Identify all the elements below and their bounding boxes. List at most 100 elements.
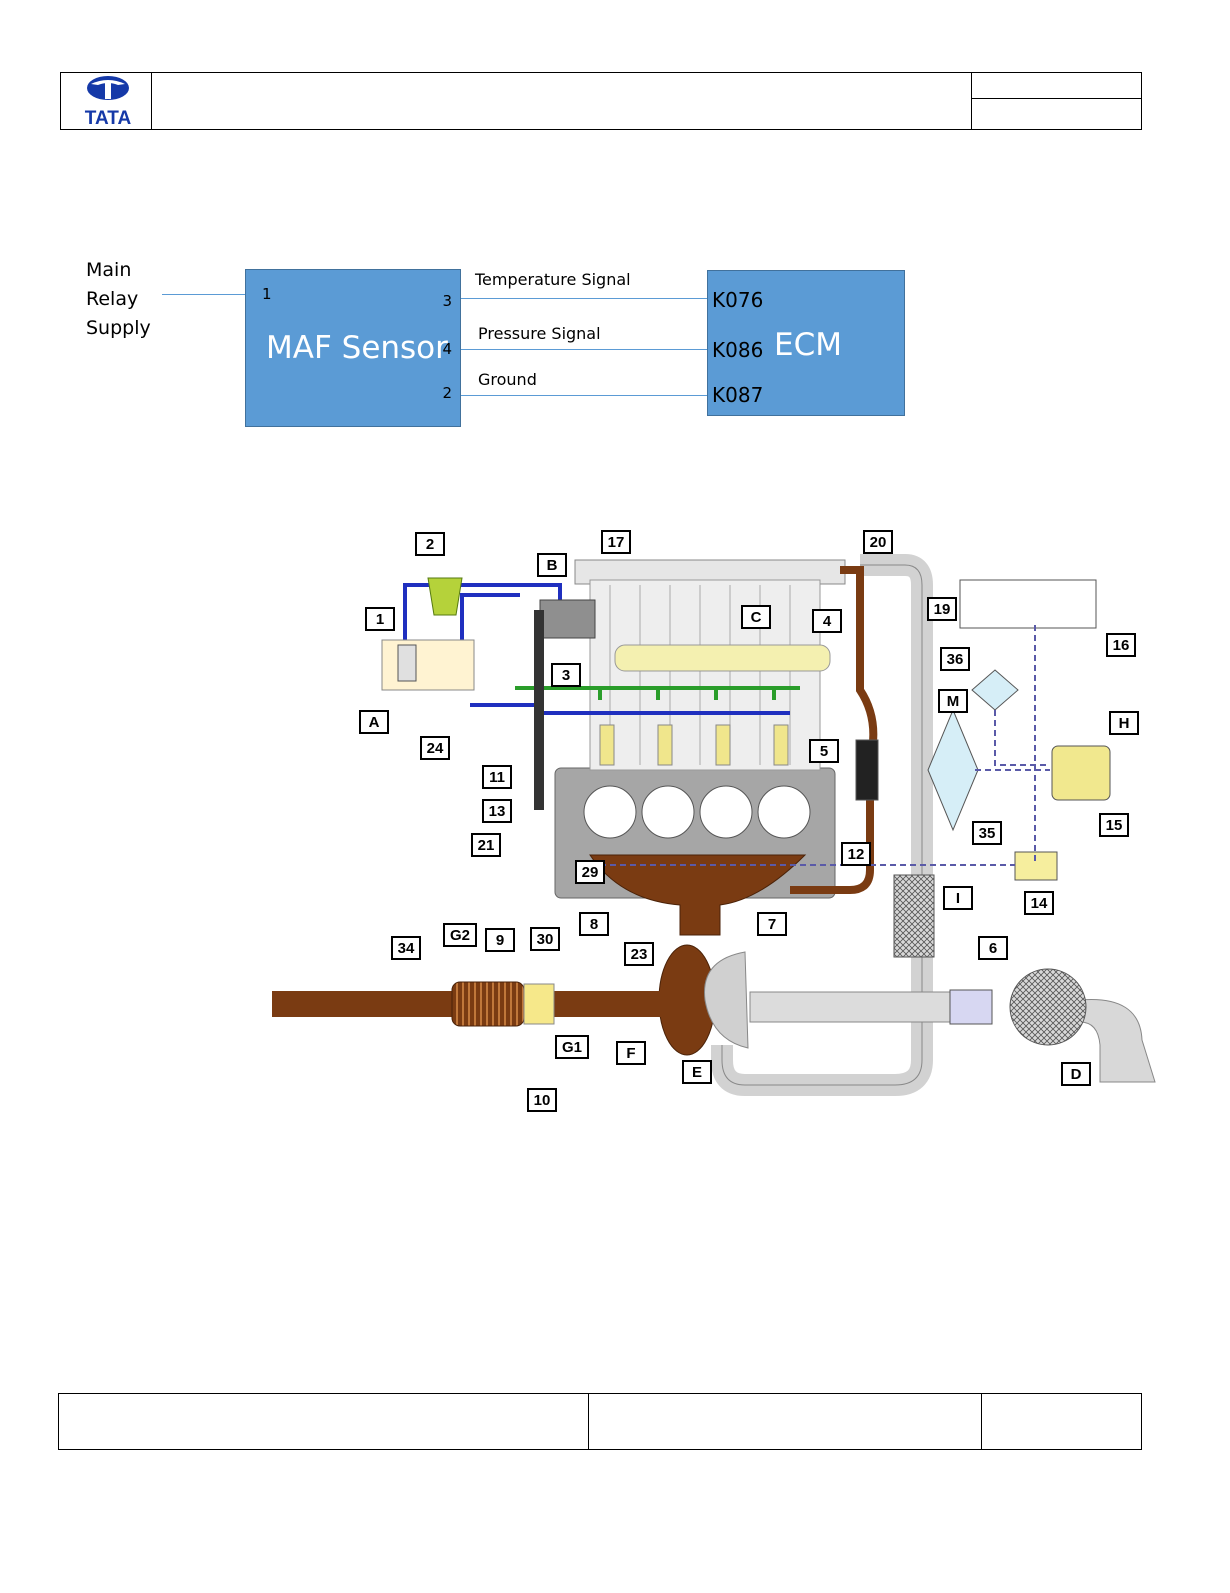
svg-text:B: B: [547, 557, 558, 574]
maf-sensor-box: 1 3 4 2 MAF Sensor: [245, 269, 461, 427]
supply-label-line-3: Supply: [86, 317, 151, 339]
footer-frame: [58, 1393, 1142, 1450]
svg-text:35: 35: [979, 825, 996, 842]
timing-belt: [534, 610, 544, 810]
callout-G1: G1: [555, 1035, 589, 1059]
callout-15: 15: [1099, 813, 1129, 837]
callout-4: 4: [812, 609, 842, 633]
callout-H: H: [1109, 711, 1139, 735]
callout-A: A: [359, 710, 389, 734]
svg-text:M: M: [947, 693, 960, 710]
maf-sensor-name: MAF Sensor: [266, 330, 448, 366]
ecm-name: ECM: [774, 327, 842, 363]
callout-12: 12: [841, 842, 871, 866]
injectors: [599, 724, 789, 766]
callout-21: 21: [471, 833, 501, 857]
pedal-box: [959, 579, 1097, 629]
svg-text:34: 34: [398, 940, 415, 957]
svg-text:30: 30: [537, 931, 554, 948]
callout-1: 1: [365, 607, 395, 631]
callout-13: 13: [482, 799, 512, 823]
callout-29: 29: [575, 860, 605, 884]
svg-text:8: 8: [590, 916, 598, 933]
callout-10: 10: [527, 1088, 557, 1112]
callout-5: 5: [809, 739, 839, 763]
ecm-box: K076 K086 K087 ECM: [707, 270, 905, 416]
svg-text:36: 36: [947, 651, 964, 668]
fuel-filter: [427, 577, 463, 616]
callout-23: 23: [624, 942, 654, 966]
callout-11: 11: [482, 765, 512, 789]
header-title-cell: [152, 72, 972, 130]
callout-I: I: [943, 886, 973, 910]
maf-pin-supply: 1: [262, 285, 272, 303]
diamond-sensor: [971, 669, 1019, 711]
fuel-rail: [614, 644, 831, 672]
svg-text:24: 24: [427, 740, 444, 757]
callout-7: 7: [757, 912, 787, 936]
svg-text:13: 13: [489, 803, 506, 820]
svg-text:23: 23: [631, 946, 648, 963]
svg-text:6: 6: [989, 940, 997, 957]
svg-text:16: 16: [1113, 637, 1130, 654]
supply-label: Main Relay Supply: [86, 256, 151, 343]
ground-signal-label: Ground: [478, 370, 537, 389]
fuel-return-lines: [515, 686, 800, 700]
footer-middle-cell: [589, 1393, 982, 1450]
dpf: [523, 983, 555, 1025]
header-logo-cell: TATA: [60, 72, 152, 130]
callout-20: 20: [863, 530, 893, 554]
engine-block: [554, 579, 836, 899]
svg-text:17: 17: [608, 534, 625, 551]
ecu: [1051, 745, 1111, 801]
svg-text:14: 14: [1031, 895, 1048, 912]
callout-F: F: [616, 1041, 646, 1065]
header-frame: [60, 72, 1142, 130]
supply-label-line-1: Main: [86, 259, 132, 281]
svg-text:12: 12: [848, 846, 865, 863]
header-right-top-cell: [972, 72, 1142, 99]
callout-3: 3: [551, 663, 581, 687]
callout-35: 35: [972, 821, 1002, 845]
svg-text:A: A: [369, 714, 380, 731]
callout-14: 14: [1024, 891, 1054, 915]
callout-17: 17: [601, 530, 631, 554]
svg-text:5: 5: [820, 743, 828, 760]
callout-E: E: [682, 1060, 712, 1084]
callout-C: C: [741, 605, 771, 629]
callout-34: 34: [391, 936, 421, 960]
svg-text:D: D: [1071, 1066, 1082, 1083]
svg-text:2: 2: [426, 536, 434, 553]
ground-wire: [461, 395, 708, 396]
catalytic-converter: [451, 981, 525, 1027]
pressure-wire: [461, 349, 708, 350]
maf-pin-temperature: 3: [442, 292, 452, 310]
ecm-pin-ground: K087: [712, 383, 764, 407]
svg-text:7: 7: [768, 916, 776, 933]
callout-6: 6: [978, 936, 1008, 960]
svg-text:21: 21: [478, 837, 495, 854]
callout-8: 8: [579, 912, 609, 936]
svg-text:C: C: [751, 609, 762, 626]
callout-labels: 1 2 3 4 5 6 7 8 9 10 11 12 13 14 15 16 1…: [359, 530, 1139, 1112]
callout-9: 9: [485, 928, 515, 952]
callout-16: 16: [1106, 633, 1136, 657]
svg-text:E: E: [692, 1064, 702, 1081]
svg-text:F: F: [626, 1045, 635, 1062]
callout-24: 24: [420, 736, 450, 760]
pressure-signal-label: Pressure Signal: [478, 324, 601, 343]
supply-label-line-2: Relay: [86, 288, 139, 310]
footer-right-cell: [982, 1393, 1142, 1421]
fuel-pump: [397, 644, 417, 682]
callout-2: 2: [415, 532, 445, 556]
footer-left-cell: [58, 1393, 589, 1450]
callout-G2: G2: [443, 923, 477, 947]
svg-text:9: 9: [496, 932, 504, 949]
callout-30: 30: [530, 927, 560, 951]
svg-text:11: 11: [489, 769, 505, 786]
svg-text:15: 15: [1106, 817, 1123, 834]
maf-pin-pressure: 4: [442, 340, 452, 358]
callout-36: 36: [940, 647, 970, 671]
maf-sensor-part: [949, 989, 993, 1025]
